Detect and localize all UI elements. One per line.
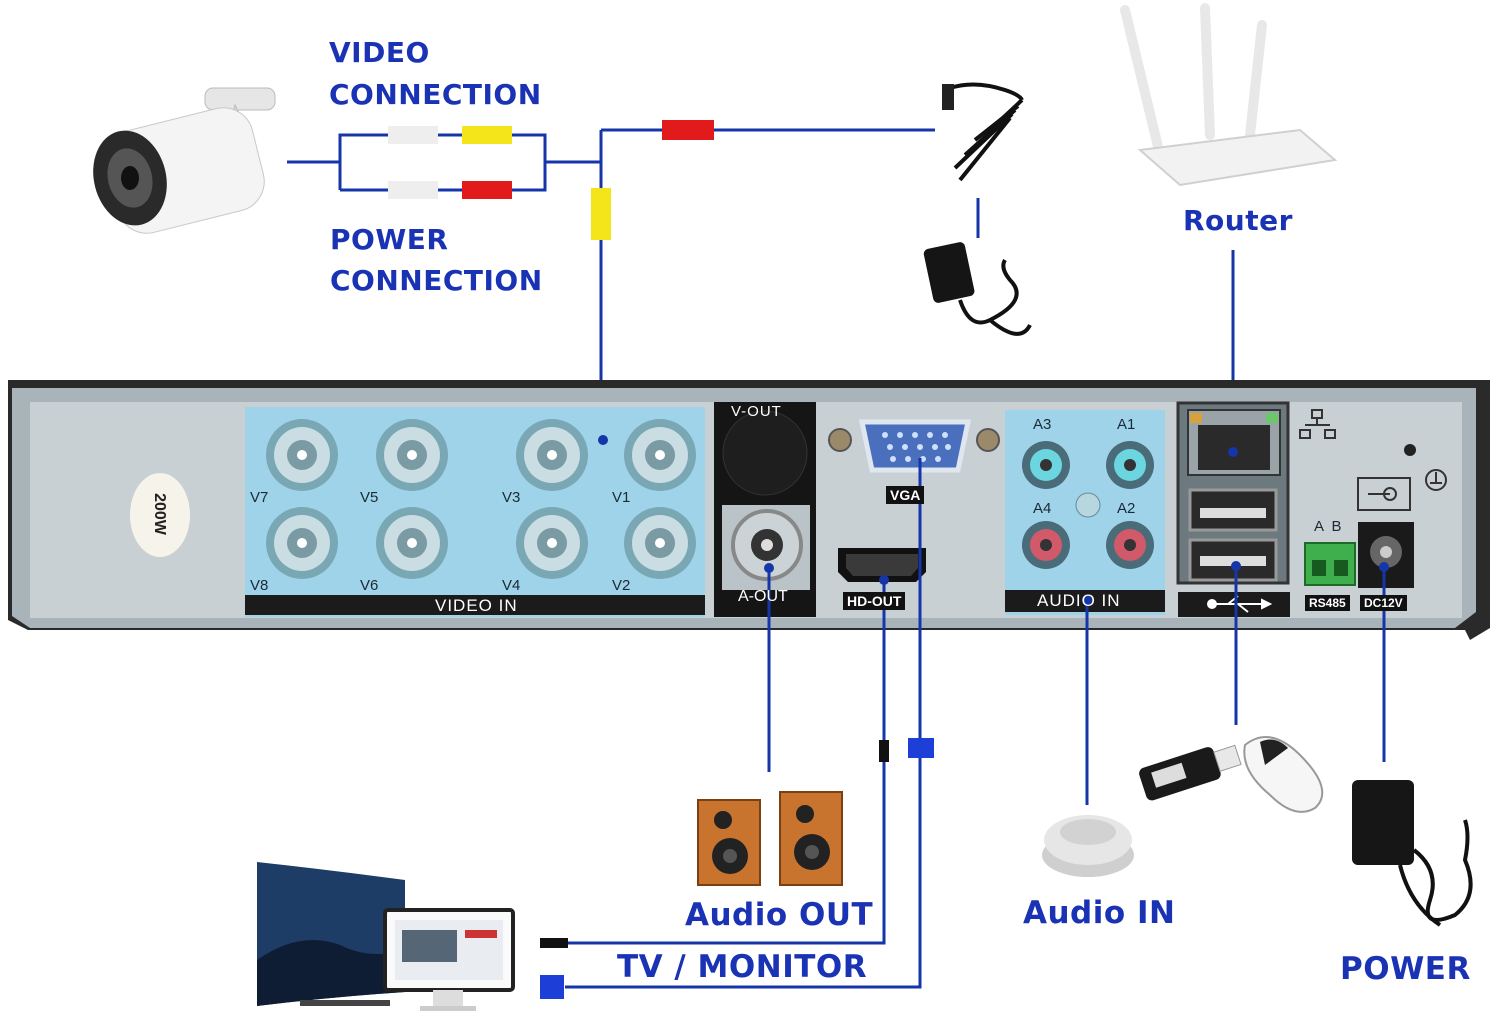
lower-cables — [565, 458, 1386, 989]
channel-label-v8: V8 — [250, 577, 269, 594]
channel-label-v6: V6 — [360, 577, 379, 594]
lan-led-left — [1190, 413, 1202, 423]
vga-connector — [858, 419, 972, 473]
vga-label: VGA — [886, 486, 925, 504]
ground-icon — [1425, 469, 1447, 491]
rca-connector-a3 — [1022, 441, 1070, 489]
audio-in-dot — [1082, 595, 1092, 605]
bnc-connector — [624, 419, 696, 491]
usb-tongue-bottom — [1200, 556, 1266, 566]
power-adapter-icon — [923, 242, 1032, 336]
usb-dot — [1231, 561, 1241, 571]
vga-plug — [908, 738, 934, 758]
white-power-plug — [388, 181, 438, 199]
channel-label-v7: V7 — [250, 489, 269, 506]
audio-in-label: Audio IN — [1023, 895, 1176, 931]
usb-stick-icon — [1139, 744, 1242, 801]
vga-screw-left — [828, 428, 852, 452]
yellow-bnc-plug — [591, 188, 611, 240]
hd-out-label: HD-OUT — [843, 592, 906, 610]
bnc-connector — [516, 419, 588, 491]
power-splitter-icon — [942, 82, 1024, 238]
hdmi-socket — [846, 554, 918, 576]
audio-out-label: Audio OUT — [685, 897, 874, 933]
router-label: Router — [1183, 204, 1293, 237]
channel-label-v3: V3 — [502, 489, 521, 506]
lan-dot — [1228, 447, 1238, 457]
audio-channel-a4: A4 — [1033, 500, 1052, 517]
a-out-pin — [761, 539, 773, 551]
wattage-sticker — [130, 473, 190, 557]
video-connection-label-line1: VIDEO — [329, 36, 430, 69]
rs485-slot-b — [1334, 560, 1348, 576]
microphone-icon — [1042, 815, 1134, 877]
v-out-connector — [722, 410, 808, 496]
video-in-strip — [245, 595, 705, 615]
audio-channel-a3: A3 — [1033, 416, 1052, 433]
rs485-ab-label: A B — [1314, 518, 1342, 535]
dc12v-label: DC12V — [1360, 595, 1407, 611]
audio-in-panel-label: AUDIO IN — [1037, 591, 1121, 610]
tv-monitor-label: TV / MONITOR — [617, 949, 868, 985]
yellow-video-plug — [462, 126, 512, 144]
lan-led-right — [1266, 413, 1278, 423]
speakers-icon — [697, 791, 843, 886]
red-splitter-plug — [662, 120, 714, 140]
rca-connector-a1 — [1106, 441, 1154, 489]
bnc-connector — [376, 419, 448, 491]
red-power-plug — [462, 181, 512, 199]
vga-plug-tv — [540, 975, 564, 999]
rs485-label: RS485 — [1305, 595, 1350, 611]
channel-label-v2: V2 — [612, 577, 631, 594]
channel-label-v4: V4 — [502, 577, 521, 594]
camera-icon — [93, 87, 276, 234]
vga-screw-right — [976, 428, 1000, 452]
network-icon — [1299, 409, 1336, 439]
rca-connector-a2 — [1106, 521, 1154, 569]
bnc-connector — [376, 507, 448, 579]
usb-tongue-top — [1200, 508, 1266, 518]
dc-polarity-icon — [1357, 477, 1411, 511]
tv-monitor-icon — [257, 862, 515, 1011]
power-label: POWER — [1340, 951, 1471, 987]
audio-channel-a2: A2 — [1117, 500, 1136, 517]
camera-cable — [287, 128, 935, 440]
hd-out-dot — [879, 575, 889, 585]
reset-hole — [1404, 444, 1416, 456]
power-connection-label-line2: CONNECTION — [330, 264, 543, 297]
channel-label-v1: V1 — [612, 489, 631, 506]
bnc-connector — [624, 507, 696, 579]
audio-channel-a1: A1 — [1117, 416, 1136, 433]
hdmi-plug-tv — [540, 938, 568, 948]
rs485-slot-a — [1312, 560, 1326, 576]
bnc-connector — [266, 419, 338, 491]
bnc-connector — [516, 507, 588, 579]
wattage-sticker-text: 200W — [150, 493, 168, 535]
v-out-label: V-OUT — [731, 403, 782, 420]
hdmi-plug — [879, 740, 889, 762]
audio-screw — [1075, 492, 1101, 518]
a-out-label: A-OUT — [738, 588, 788, 605]
camera-feed-dot — [598, 435, 608, 445]
bnc-connector — [266, 507, 338, 579]
white-video-plug — [388, 126, 438, 144]
mouse-icon — [1243, 736, 1324, 813]
video-in-label: VIDEO IN — [435, 596, 518, 615]
channel-label-v5: V5 — [360, 489, 379, 506]
power-adapter-bottom-icon — [1352, 780, 1473, 927]
power-connection-label-line1: POWER — [330, 223, 449, 256]
rca-connector-a4 — [1022, 521, 1070, 569]
dc-pin — [1380, 546, 1392, 558]
router-icon — [1120, 3, 1338, 187]
bnc-connectors — [266, 419, 696, 579]
video-connection-label-line2: CONNECTION — [329, 78, 542, 111]
